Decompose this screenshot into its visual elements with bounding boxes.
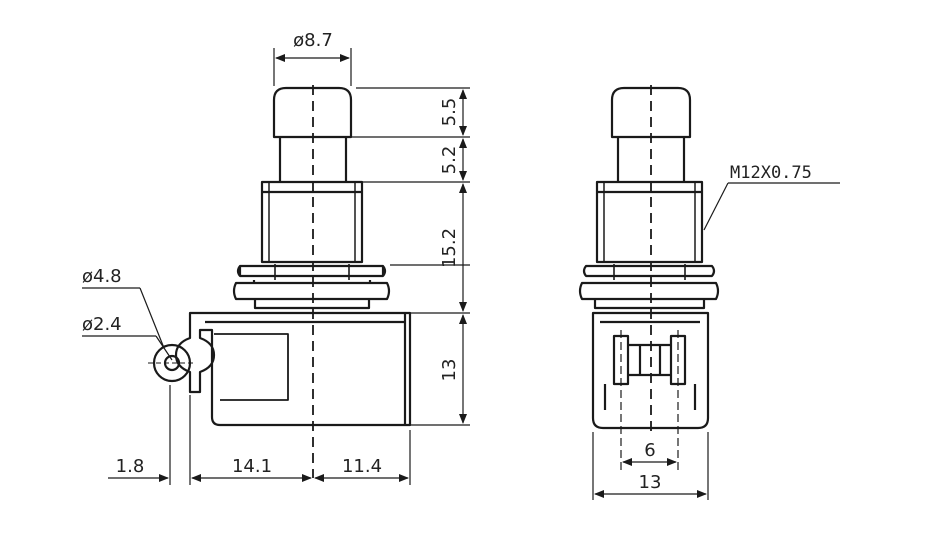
side-view — [578, 86, 720, 430]
side-dimensions — [592, 182, 840, 500]
front-view — [148, 86, 412, 427]
dim-bushing-height: 15.2 — [439, 228, 460, 268]
dim-thread-spec: M12X0.75 — [730, 163, 812, 183]
dim-body-right-width: 11.4 — [342, 456, 382, 477]
front-stem — [278, 137, 348, 182]
dim-terminal-spacing: 6 — [644, 440, 655, 461]
dim-body-height: 13 — [439, 359, 460, 382]
front-cap — [272, 86, 353, 139]
dim-cap-diameter: ø8.7 — [293, 30, 333, 51]
side-cap — [610, 86, 692, 139]
dim-stem-height: 5.2 — [439, 146, 460, 175]
dim-lug-inner-diameter: ø2.4 — [82, 314, 122, 335]
front-dimensions — [82, 48, 470, 485]
side-nut-lower — [578, 281, 720, 301]
dim-body-width: 13 — [639, 472, 662, 493]
side-body — [591, 311, 710, 430]
front-nut-upper — [236, 264, 387, 278]
dim-lug-outer-diameter: ø4.8 — [82, 266, 122, 287]
side-nut-upper — [582, 264, 716, 278]
front-body — [174, 311, 412, 427]
front-bushing — [260, 180, 364, 264]
dim-cap-height: 5.5 — [439, 98, 460, 127]
dim-lug-offset: 1.8 — [116, 456, 145, 477]
side-bushing — [595, 180, 704, 264]
dim-body-left-width: 14.1 — [232, 456, 272, 477]
front-nut-lower — [232, 281, 391, 301]
dimension-labels: ø8.7 5.5 5.2 15.2 13 ø4.8 ø2.4 1.8 14.1 … — [82, 30, 812, 493]
